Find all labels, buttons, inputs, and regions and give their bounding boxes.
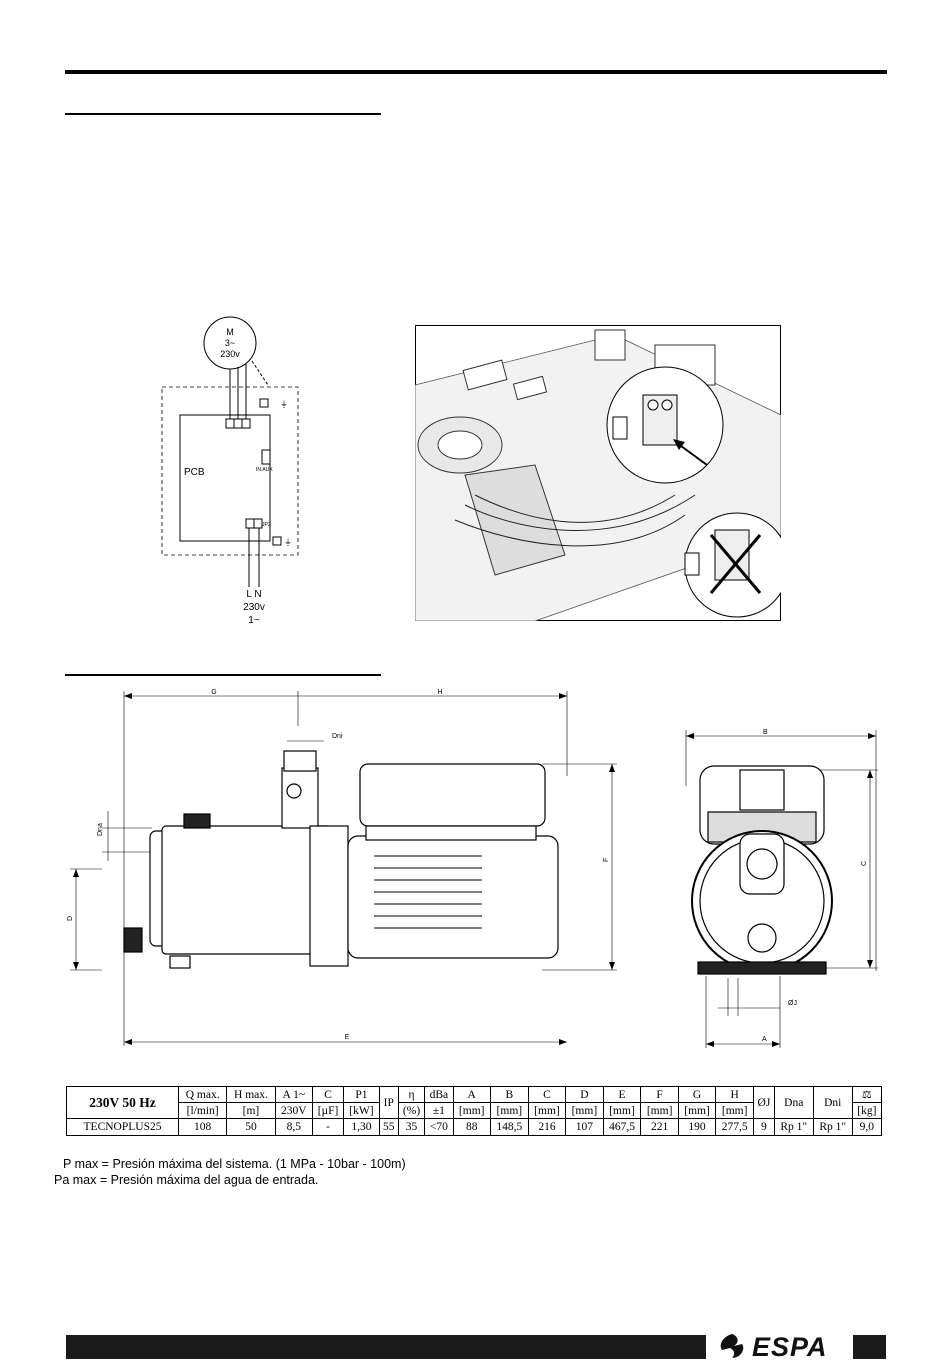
dim-f: F <box>603 858 610 862</box>
dim-g: G <box>211 689 216 696</box>
table-cell: 190 <box>677 1118 717 1136</box>
table-cell: 1,30 <box>343 1118 380 1136</box>
table-header-unit: 230V <box>274 1102 314 1119</box>
dim-a: A <box>762 1036 767 1043</box>
table-cell: 108 <box>177 1118 228 1136</box>
header-rule <box>65 70 887 74</box>
table-header-unit: [m] <box>226 1102 276 1119</box>
table-header-cell: G <box>677 1086 717 1103</box>
table-cell: Rp 1" <box>773 1118 814 1136</box>
motor-phase: 3~ <box>225 338 235 348</box>
table-header-cell: A <box>452 1086 491 1103</box>
connector-in-aux: IN.AUX <box>256 467 273 473</box>
table-header-cell: B <box>489 1086 529 1103</box>
table-header-cell: E <box>602 1086 642 1103</box>
table-row: TECNOPLUS25 108 50 8,5 - 1,30 55 35 <70 … <box>66 1118 883 1136</box>
section-rule-dimensions <box>65 674 381 676</box>
dim-e: E <box>345 1034 350 1041</box>
table-cell: 216 <box>527 1118 567 1136</box>
dim-oj: ØJ <box>788 1000 797 1007</box>
table-header-unit: [l/min] <box>177 1102 228 1119</box>
motor-label: M <box>226 327 234 337</box>
table-header-cell: H <box>715 1086 755 1103</box>
table-header-cell: η <box>397 1086 426 1103</box>
table-header-cell: Dna <box>773 1086 814 1119</box>
supply-voltage: 230v <box>243 602 265 613</box>
note-pamax: Pa max = Presión máxima del agua de entr… <box>54 1173 319 1187</box>
table-header-unit: [kg] <box>851 1102 883 1119</box>
wiring-diagram: M 3~ 230v PCB ⏚ IN.AUX JP2 ⏚ L N 230v 1~ <box>161 316 299 626</box>
supply-phase: 1~ <box>248 615 260 626</box>
section-rule-wiring <box>65 113 381 115</box>
table-cell: 9,0 <box>851 1118 883 1136</box>
table-header-unit: [mm] <box>527 1102 567 1119</box>
table-header-cell: C <box>312 1086 345 1103</box>
table-header-unit: [kW] <box>343 1102 380 1119</box>
table-header-cell: Dni <box>812 1086 853 1119</box>
pump-front-view-drawing: B C A ØJ <box>685 729 878 1048</box>
table-header-cell: F <box>640 1086 679 1103</box>
table-cell: 55 <box>378 1118 399 1136</box>
table-header-cell: H max. <box>226 1086 276 1103</box>
table-header-frequency: 230V 50 Hz <box>66 1086 179 1119</box>
table-header-row-2: [l/min] [m] 230V [µF] [kW] (%) ±1 [mm] [… <box>67 1102 883 1119</box>
table-header-cell: ØJ <box>753 1086 775 1119</box>
table-header-unit: [mm] <box>489 1102 529 1119</box>
pcb-label: PCB <box>184 467 205 478</box>
table-header-unit: [mm] <box>602 1102 642 1119</box>
table-header-unit: ±1 <box>424 1102 454 1119</box>
table-header-cell: C <box>527 1086 567 1103</box>
table-header-cell: IP <box>378 1086 399 1119</box>
table-cell: 277,5 <box>715 1118 755 1136</box>
table-header-unit: [mm] <box>565 1102 604 1119</box>
table-cell: 9 <box>753 1118 775 1136</box>
table-cell: 8,5 <box>274 1118 314 1136</box>
table-header-unit: [mm] <box>677 1102 717 1119</box>
table-header-cell: Q max. <box>177 1086 228 1103</box>
table-cell-model: TECNOPLUS25 <box>66 1118 179 1136</box>
pump-side-view-drawing: G H Dni Dna D F E <box>67 689 617 1046</box>
table-cell: 50 <box>226 1118 276 1136</box>
table-cell: 467,5 <box>602 1118 642 1136</box>
table-header-unit: (%) <box>397 1102 426 1119</box>
note-pmax: P max = Presión máxima del sistema. (1 M… <box>63 1157 406 1171</box>
motor-voltage: 230v <box>220 349 240 359</box>
table-cell: 221 <box>640 1118 679 1136</box>
table-header-unit: [mm] <box>640 1102 679 1119</box>
table-header-unit: [mm] <box>715 1102 755 1119</box>
weight-scale-icon: ⚖ <box>851 1086 883 1103</box>
dim-h: H <box>437 689 442 696</box>
table-cell: 107 <box>565 1118 604 1136</box>
table-header-unit: [µF] <box>312 1102 345 1119</box>
table-cell: Rp 1" <box>812 1118 853 1136</box>
spec-table: 230V 50 Hz Q max. H max. A 1~ C P1 IP η … <box>66 1086 883 1136</box>
table-header-cell: P1 <box>343 1086 380 1103</box>
table-header-cell: A 1~ <box>274 1086 314 1103</box>
table-cell: - <box>312 1118 345 1136</box>
espa-logo-icon <box>720 1334 744 1358</box>
footer-page-box <box>853 1335 886 1359</box>
dim-b: B <box>763 729 768 736</box>
dim-dna: Dna <box>97 823 104 836</box>
dim-d: D <box>67 916 74 921</box>
connector-jp2: JP2 <box>262 522 271 528</box>
dim-dni: Dni <box>332 733 343 740</box>
line-label: L N <box>246 589 261 600</box>
dim-c: C <box>861 861 868 866</box>
svg-text:⏚: ⏚ <box>284 538 292 547</box>
pcb-connection-illustration <box>415 325 781 621</box>
table-cell: 35 <box>397 1118 426 1136</box>
table-header-cell: D <box>565 1086 604 1103</box>
table-cell: 88 <box>452 1118 491 1136</box>
table-header-unit: [mm] <box>452 1102 491 1119</box>
brand-name: ESPA <box>752 1332 828 1362</box>
table-cell: <70 <box>424 1118 454 1136</box>
svg-text:⏚: ⏚ <box>280 400 288 409</box>
table-header-cell: dBa <box>424 1086 454 1103</box>
table-cell: 148,5 <box>489 1118 529 1136</box>
footer-bar <box>66 1335 706 1359</box>
table-header-row-1: 230V 50 Hz Q max. H max. A 1~ C P1 IP η … <box>66 1086 883 1119</box>
